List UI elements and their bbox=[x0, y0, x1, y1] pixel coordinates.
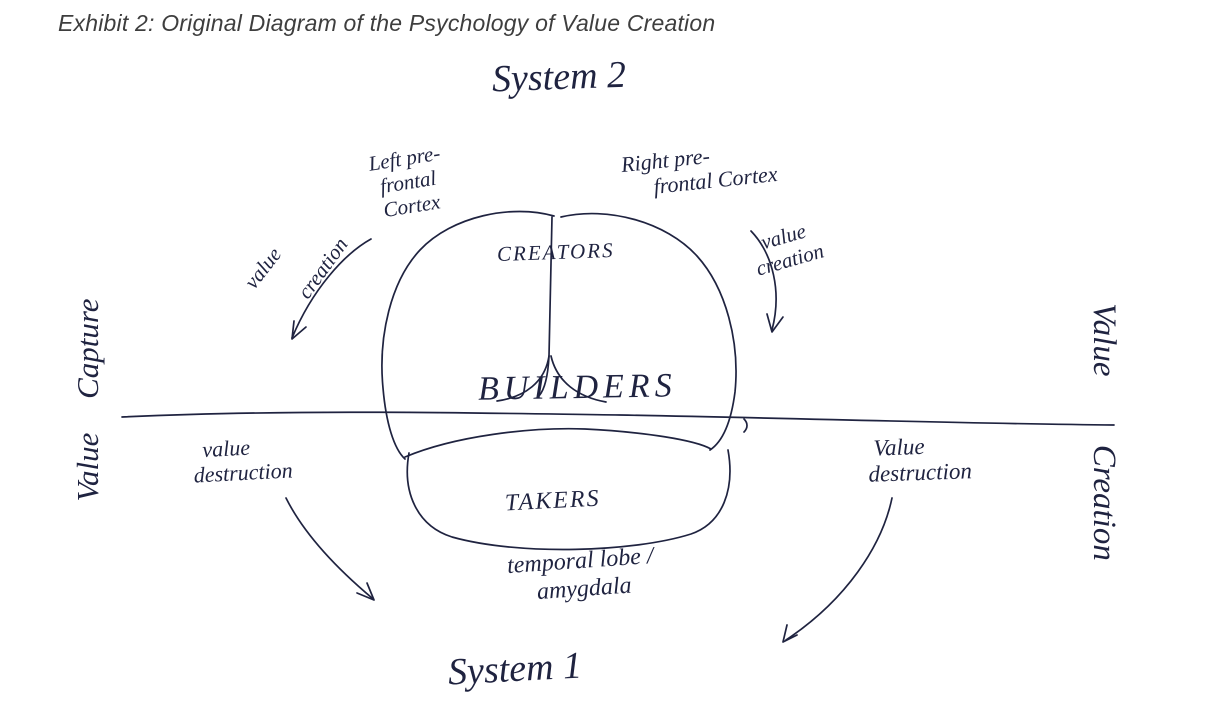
arrow-value-creation-right bbox=[750, 230, 777, 331]
arrowhead-value-creation-left bbox=[291, 320, 307, 340]
label-value-destruction-right: Value destruction bbox=[867, 432, 972, 488]
label-creators-region: CREATORS bbox=[496, 237, 615, 267]
label-takers-region: TAKERS bbox=[504, 485, 602, 517]
label-system2: System 2 bbox=[491, 53, 627, 101]
label-line: Value bbox=[873, 433, 926, 461]
arrow-value-creation-left bbox=[291, 238, 372, 339]
label-temporal-lobe-amygdala: temporal lobe / amygdala bbox=[506, 543, 656, 608]
label-value-destruction-left: value destruction bbox=[192, 432, 294, 488]
arrowhead-value-destruction-left bbox=[356, 582, 375, 601]
arrow-value-destruction-left bbox=[285, 497, 373, 599]
brain-temporal-lobe-outline bbox=[406, 449, 731, 551]
arrowhead-value-creation-right bbox=[766, 313, 784, 333]
label-line: destruction bbox=[193, 457, 294, 488]
brain-right-lobe-outline bbox=[560, 212, 737, 451]
label-left-prefrontal-cortex: Left pre- frontal Cortex bbox=[367, 141, 450, 224]
brain-middle-bottom-divider bbox=[404, 427, 712, 458]
arrow-value-destruction-right bbox=[785, 497, 893, 641]
label-builders-region: BUILDERS bbox=[477, 367, 677, 408]
label-value-creation-axis: Value Creation bbox=[1085, 303, 1122, 561]
label-value-capture-axis: Value Capture bbox=[70, 298, 106, 502]
label-system1: System 1 bbox=[446, 644, 583, 694]
tick-mark bbox=[743, 418, 748, 433]
horizontal-axis-line bbox=[121, 411, 1115, 426]
brain-left-lobe-outline bbox=[381, 210, 555, 460]
fissure-flare-right bbox=[550, 355, 607, 403]
label-line: destruction bbox=[868, 458, 973, 488]
arrowhead-value-destruction-right bbox=[782, 624, 798, 643]
exhibit-title: Exhibit 2: Original Diagram of the Psych… bbox=[58, 10, 716, 36]
brain-central-fissure bbox=[538, 216, 553, 397]
fissure-flare-left bbox=[496, 355, 550, 402]
